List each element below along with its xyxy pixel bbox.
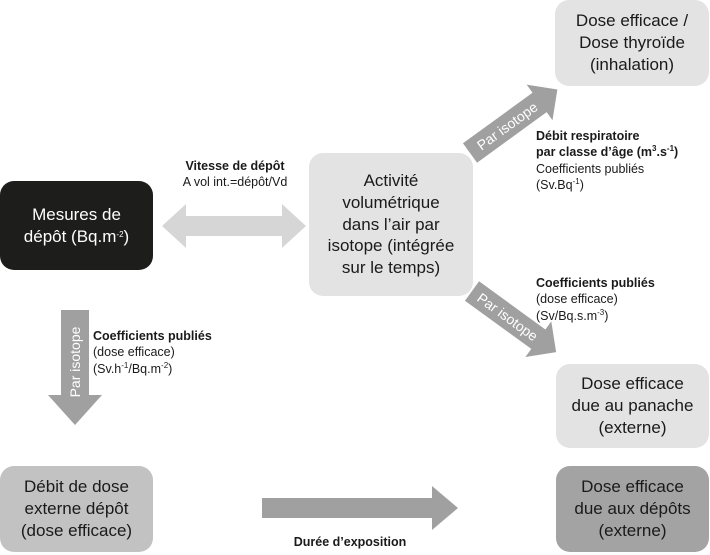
- mesures-line1: Mesures de: [32, 204, 121, 224]
- label-duree-exposition: Durée d’exposition: [293, 535, 407, 549]
- svg-text:Par isotope: Par isotope: [474, 99, 541, 154]
- label-coefficients-panache: Coefficients publiés (dose efficace) (Sv…: [536, 276, 655, 323]
- mesures-line2: dépôt (Bq.m-2): [23, 226, 130, 246]
- panache-line1: Dose efficace: [581, 374, 684, 394]
- activite-line2: volumétrique: [342, 192, 440, 212]
- box-mesures-depot: Mesures de dépôt (Bq.m-2): [0, 181, 153, 270]
- depots-line3: (externe): [598, 520, 667, 540]
- double-arrow: [162, 204, 306, 248]
- svg-text:Par isotope: Par isotope: [474, 290, 541, 345]
- debit-line1: Débit de dose: [24, 477, 129, 497]
- activite-line4: isotope (intégrée: [327, 236, 455, 256]
- label-vitesse-depot: Vitesse de dépôt A vol int.=dépôt/Vd: [182, 159, 288, 190]
- box-dose-thyroide: Dose efficace / Dose thyroïde (inhalatio…: [555, 0, 709, 86]
- label-debit-respiratoire: Débit respiratoire par classe d’âge (m3.…: [536, 129, 679, 192]
- box-debit-dose-externe: Débit de dose externe dépôt (dose effica…: [0, 466, 153, 552]
- thyroide-line2: Dose thyroïde: [579, 33, 685, 53]
- debit-line3: (dose efficace): [20, 520, 133, 540]
- svg-text:Par isotope: Par isotope: [67, 326, 83, 397]
- box-dose-depots: Dose efficace due aux dépôts (externe): [556, 466, 709, 552]
- depots-line1: Dose efficace: [581, 477, 684, 497]
- panache-line2: due au panache: [571, 396, 694, 416]
- label-coefficients-depot: Coefficients publiés (dose efficace) (Sv…: [93, 329, 212, 376]
- arrow-par-isotope-vertical: Par isotope: [48, 310, 102, 425]
- box-dose-panache: Dose efficace due au panache (externe): [556, 364, 709, 448]
- arrow-duree: [262, 486, 458, 530]
- panache-line3: (externe): [598, 417, 667, 437]
- box-activite-volumetrique: Activité volumétrique dans l’air par iso…: [309, 153, 473, 296]
- activite-line5: sur le temps): [341, 258, 441, 278]
- thyroide-line3: (inhalation): [589, 54, 675, 74]
- debit-line2: externe dépôt: [24, 499, 129, 519]
- thyroide-line1: Dose efficace /: [575, 11, 689, 31]
- activite-line1: Activité: [363, 171, 419, 191]
- activite-line3: dans l’air par: [342, 214, 440, 234]
- depots-line2: due aux dépôts: [574, 499, 691, 519]
